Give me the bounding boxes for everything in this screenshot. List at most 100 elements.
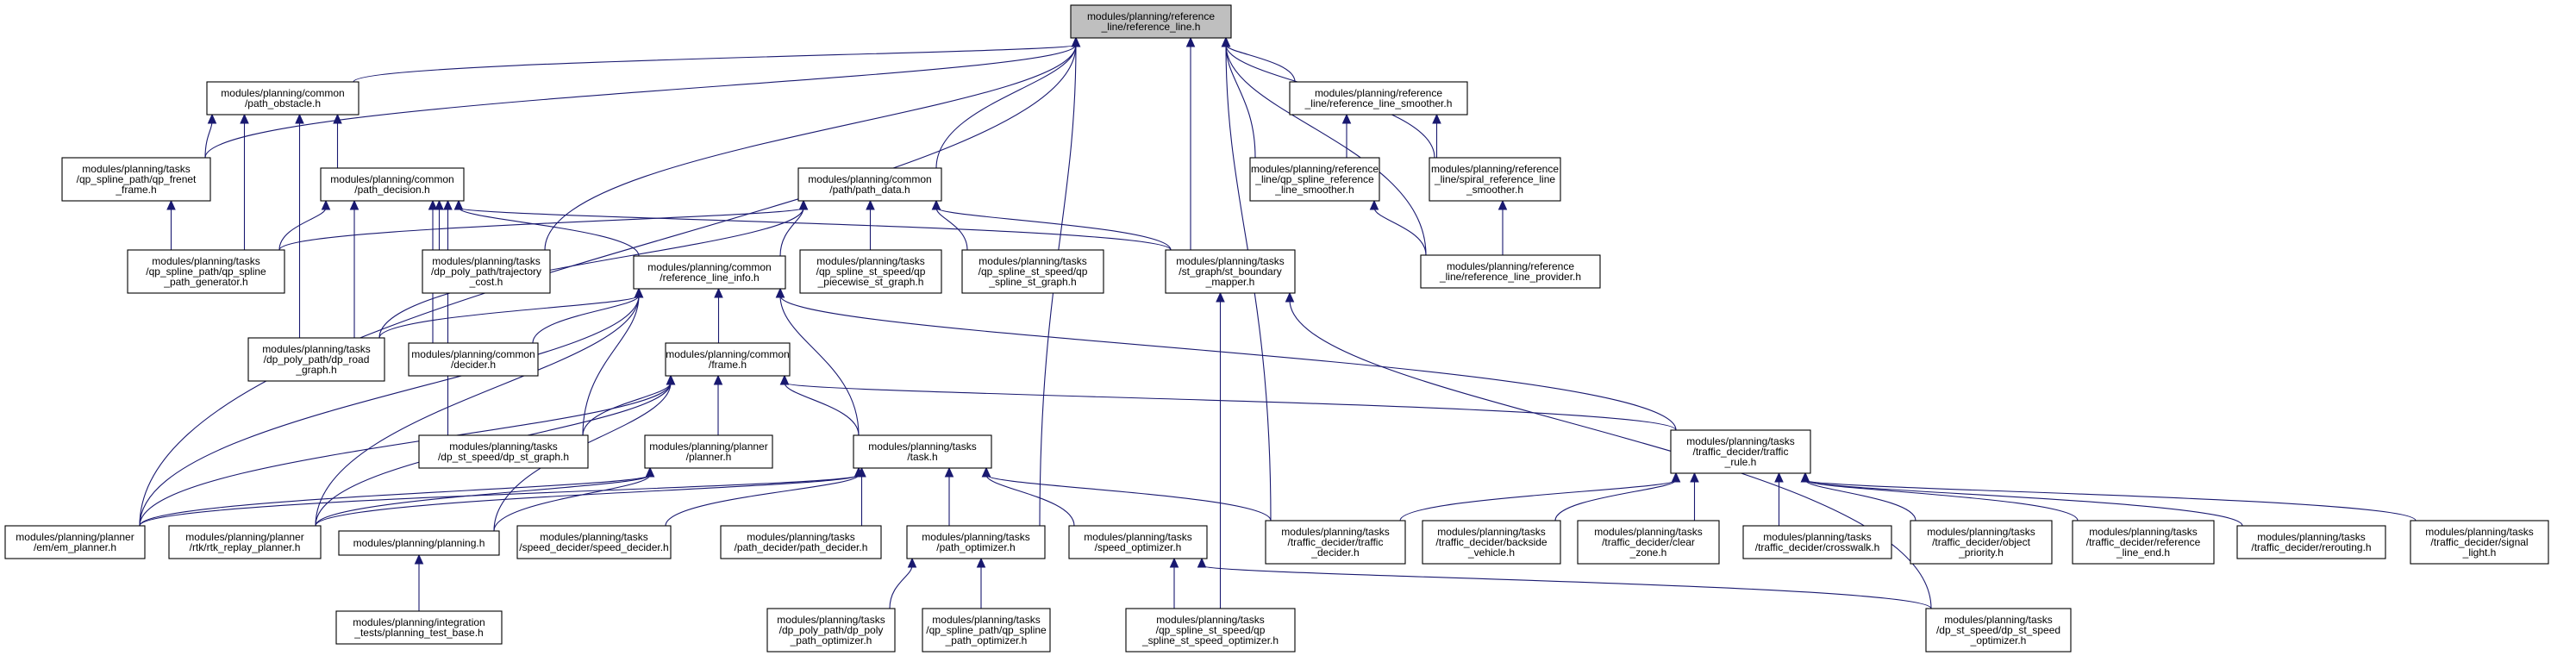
graph-node-n36[interactable]: modules/planning/tasks/traffic_decider/s…	[2410, 520, 2549, 565]
graph-node-n14[interactable]: modules/planning/reference_line/referenc…	[1420, 254, 1601, 289]
node-box[interactable]	[4, 525, 146, 559]
node-box[interactable]	[1249, 157, 1380, 202]
graph-node-n22[interactable]: modules/planning/planner/em/em_planner.h	[4, 525, 146, 559]
node-box[interactable]	[1429, 157, 1561, 202]
node-box[interactable]	[1422, 520, 1561, 565]
graph-node-n8[interactable]: modules/planning/tasks/qp_spline_st_spee…	[799, 249, 942, 294]
graph-node-n3[interactable]: modules/planning/common/path_decision.h	[320, 167, 465, 202]
graph-node-n26[interactable]: modules/planning/tasks/path_decider/path…	[720, 525, 882, 559]
node-box[interactable]	[1420, 254, 1601, 289]
node-box[interactable]	[247, 337, 385, 382]
node-box[interactable]	[320, 167, 465, 202]
graph-node-n20[interactable]: modules/planning/tasks/task.h	[853, 434, 992, 469]
dependency-edge	[779, 207, 804, 257]
node-label-line: _path_generator.h	[163, 276, 247, 288]
node-box[interactable]	[516, 525, 672, 559]
graph-node-n17[interactable]: modules/planning/common/frame.h	[665, 342, 791, 377]
graph-node-n30[interactable]: modules/planning/tasks/traffic_decider/b…	[1422, 520, 1561, 565]
node-box[interactable]	[766, 608, 896, 653]
node-label-line: _path_optimizer.h	[945, 634, 1028, 646]
graph-node-n24[interactable]: modules/planning/planning.h	[338, 530, 500, 556]
arrowhead	[634, 287, 644, 298]
graph-node-n28[interactable]: modules/planning/tasks/speed_optimizer.h	[1068, 525, 1208, 559]
graph-node-n40[interactable]: modules/planning/tasks/qp_spline_st_spee…	[1125, 608, 1296, 653]
node-box[interactable]	[422, 249, 551, 294]
graph-node-n27[interactable]: modules/planning/tasks/path_optimizer.h	[906, 525, 1046, 559]
node-box[interactable]	[206, 81, 360, 116]
arrowhead	[1671, 472, 1681, 483]
node-box[interactable]	[168, 525, 322, 559]
node-box[interactable]	[922, 608, 1051, 653]
graph-node-n38[interactable]: modules/planning/tasks/dp_poly_path/dp_p…	[766, 608, 896, 653]
root-node-box[interactable]	[1070, 4, 1232, 39]
node-label-line: modules/planning/tasks	[152, 255, 259, 267]
node-label-line: modules/planning/tasks	[1594, 526, 1702, 538]
node-box[interactable]	[1577, 520, 1720, 565]
graph-node-n0[interactable]: modules/planning/reference_line/referenc…	[1070, 4, 1232, 39]
arrowhead	[443, 199, 453, 210]
graph-node-n33[interactable]: modules/planning/tasks/traffic_decider/o…	[1910, 520, 2053, 565]
node-box[interactable]	[1910, 520, 2053, 565]
graph-node-n34[interactable]: modules/planning/tasks/traffic_decider/r…	[2072, 520, 2215, 565]
graph-node-n21[interactable]: modules/planning/tasks/traffic_decider/t…	[1670, 429, 1811, 474]
node-box[interactable]	[2072, 520, 2215, 565]
graph-node-n13[interactable]: modules/planning/reference_line/spiral_r…	[1429, 157, 1561, 202]
node-box[interactable]	[338, 530, 500, 556]
graph-node-n18[interactable]: modules/planning/tasks/dp_st_speed/dp_st…	[418, 434, 589, 469]
graph-node-n12[interactable]: modules/planning/reference_line/qp_splin…	[1249, 157, 1380, 202]
graph-node-n5[interactable]: modules/planning/tasks/dp_poly_path/traj…	[422, 249, 551, 294]
node-box[interactable]	[1925, 608, 2072, 653]
node-label-line: modules/planning/tasks	[777, 614, 885, 626]
graph-node-n37[interactable]: modules/planning/integration_tests/plann…	[335, 610, 503, 645]
graph-node-n16[interactable]: modules/planning/common/decider.h	[408, 342, 539, 377]
node-box[interactable]	[633, 255, 786, 290]
node-box[interactable]	[1265, 520, 1406, 565]
node-box[interactable]	[853, 434, 992, 469]
dependency-edge	[378, 207, 804, 339]
node-box[interactable]	[1670, 429, 1811, 474]
graph-node-n29[interactable]: modules/planning/tasks/traffic_decider/t…	[1265, 520, 1406, 565]
node-box[interactable]	[1289, 81, 1468, 116]
node-box[interactable]	[1165, 249, 1296, 294]
graph-node-n6[interactable]: modules/planning/common/path/path_data.h	[797, 167, 942, 202]
graph-node-n25[interactable]: modules/planning/tasks/speed_decider/spe…	[516, 525, 672, 559]
node-box[interactable]	[720, 525, 882, 559]
node-box[interactable]	[1125, 608, 1296, 653]
graph-node-n32[interactable]: modules/planning/tasks/traffic_decider/c…	[1742, 525, 1892, 559]
node-box[interactable]	[644, 434, 773, 469]
graph-node-n7[interactable]: modules/planning/common/reference_line_i…	[633, 255, 786, 290]
graph-node-n15[interactable]: modules/planning/tasks/dp_poly_path/dp_r…	[247, 337, 385, 382]
graph-node-n19[interactable]: modules/planning/planner/planner.h	[644, 434, 773, 469]
node-box[interactable]	[961, 249, 1104, 294]
node-box[interactable]	[1068, 525, 1208, 559]
graph-node-n9[interactable]: modules/planning/tasks/qp_spline_st_spee…	[961, 249, 1104, 294]
node-box[interactable]	[127, 249, 285, 294]
node-box[interactable]	[799, 249, 942, 294]
node-box[interactable]	[797, 167, 942, 202]
graph-node-n1[interactable]: modules/planning/common/path_obstacle.h	[206, 81, 360, 116]
node-box[interactable]	[665, 342, 791, 377]
graph-node-n4[interactable]: modules/planning/tasks/qp_spline_path/qp…	[127, 249, 285, 294]
dependency-edge	[1225, 44, 1256, 159]
node-box[interactable]	[2410, 520, 2549, 565]
graph-node-n23[interactable]: modules/planning/planner/rtk/rtk_replay_…	[168, 525, 322, 559]
node-box[interactable]	[906, 525, 1046, 559]
dependency-edge	[985, 474, 1075, 527]
graph-node-n39[interactable]: modules/planning/tasks/qp_spline_path/qp…	[922, 608, 1051, 653]
graph-node-n10[interactable]: modules/planning/tasks/st_graph/st_bound…	[1165, 249, 1296, 294]
dependency-edge	[1554, 479, 1677, 521]
graph-node-n35[interactable]: modules/planning/tasks/traffic_decider/r…	[2236, 525, 2386, 559]
node-box[interactable]	[1742, 525, 1892, 559]
dependency-edge	[532, 295, 640, 344]
graph-node-n2[interactable]: modules/planning/tasks/qp_spline_path/qp…	[61, 157, 211, 202]
node-box[interactable]	[418, 434, 589, 469]
node-box[interactable]	[335, 610, 503, 645]
node-box[interactable]	[2236, 525, 2386, 559]
node-box[interactable]	[61, 157, 211, 202]
node-box[interactable]	[408, 342, 539, 377]
node-label-line: /dp_poly_path/trajectory	[431, 265, 541, 278]
graph-node-n31[interactable]: modules/planning/tasks/traffic_decider/c…	[1577, 520, 1720, 565]
arrowhead	[166, 199, 176, 210]
graph-node-n41[interactable]: modules/planning/tasks/dp_st_speed/dp_st…	[1925, 608, 2072, 653]
graph-node-n11[interactable]: modules/planning/reference_line/referenc…	[1289, 81, 1468, 116]
